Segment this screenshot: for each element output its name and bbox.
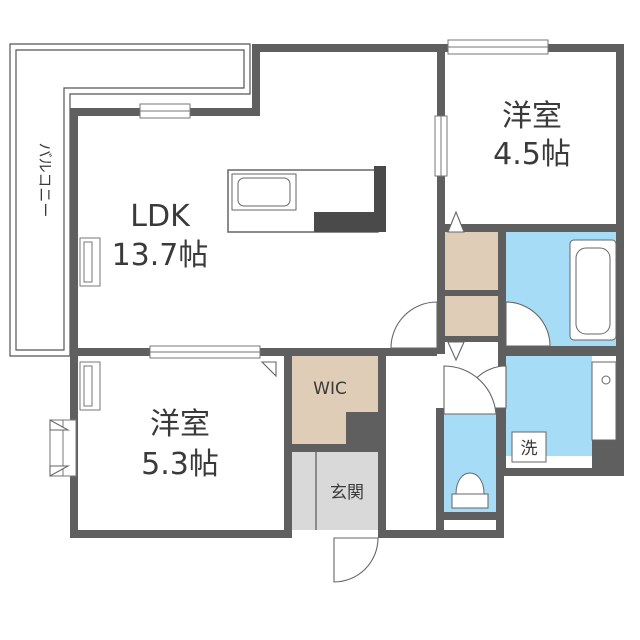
entrance-floor [292,452,378,530]
balcony [9,43,251,357]
wash-basin [591,361,617,441]
ldk-room-name: LDK [130,199,191,234]
doors [49,210,551,583]
entrance-label: 玄関 [330,483,364,503]
western-room-1-size: 4.5帖 [493,137,571,172]
western-room-2-size: 5.3帖 [141,447,219,482]
windows [49,39,549,477]
wall-shelves [79,237,101,411]
ldk-room-size: 13.7帖 [112,238,209,273]
western-room-2-name: 洋室 [150,407,210,442]
laundry-label: 洗 [521,439,538,459]
wic-label: WIC [313,379,347,399]
toilet-fixture [451,472,489,509]
bathtub [569,239,617,341]
balcony-label: バルコニー [36,143,54,218]
storage-2 [445,296,498,336]
kitchen-counter [227,166,386,233]
western-room-1-name: 洋室 [502,99,562,134]
storage-1 [445,232,498,290]
